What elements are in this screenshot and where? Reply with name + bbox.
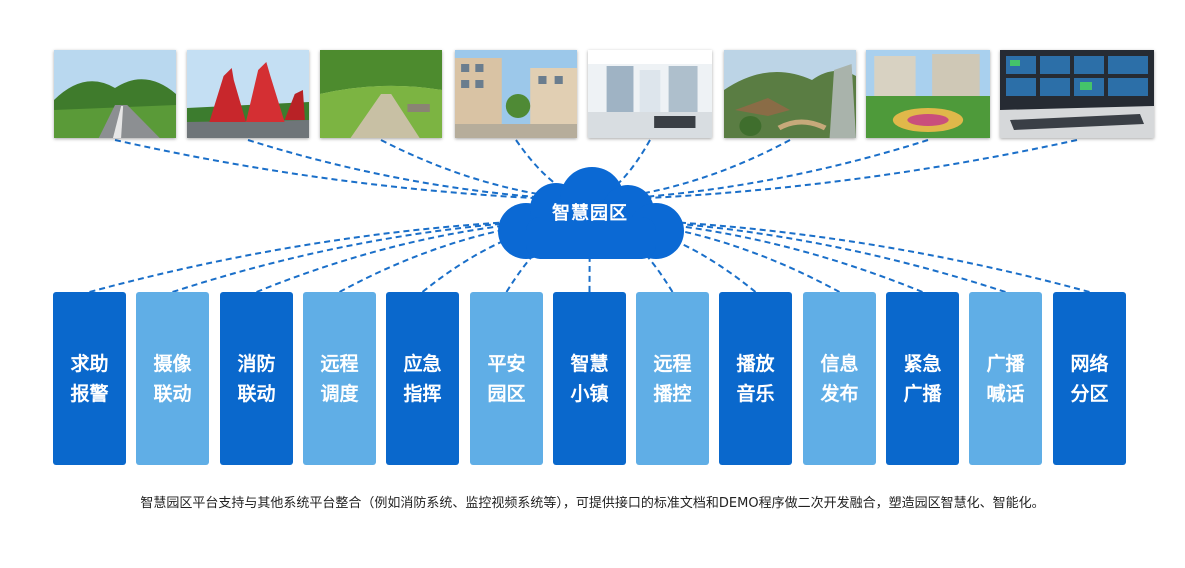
connector-line [669, 221, 1090, 293]
connector-line [247, 139, 550, 199]
function-box-label: 信息发布 [820, 352, 859, 405]
connector-line [656, 221, 1006, 293]
function-box: 远程播控 [636, 292, 709, 465]
photo-park-path [320, 50, 442, 138]
connector-line [89, 221, 510, 293]
photo-garden-residence [866, 50, 990, 138]
photo-red-sculpture [187, 50, 309, 138]
function-box: 应急指挥 [386, 292, 459, 465]
cloud-icon [498, 167, 684, 259]
function-box-label: 远程播控 [653, 352, 692, 405]
function-box: 平安园区 [470, 292, 543, 465]
function-box: 摄像联动 [136, 292, 209, 465]
function-box: 求助报警 [53, 292, 126, 465]
photo-scenic-area [724, 50, 856, 138]
function-box: 信息发布 [803, 292, 876, 465]
function-box: 播放音乐 [719, 292, 792, 465]
function-box-label: 摄像联动 [153, 352, 192, 405]
photo-street [455, 50, 577, 138]
function-box-label: 网络分区 [1070, 352, 1109, 405]
function-box-label: 智慧小镇 [570, 352, 609, 405]
function-box-label: 播放音乐 [736, 352, 775, 405]
connector-line [648, 139, 1078, 199]
function-box: 紧急广播 [886, 292, 959, 465]
function-box-label: 紧急广播 [903, 352, 942, 405]
connector-line [339, 221, 551, 293]
function-box: 广播喊话 [969, 292, 1042, 465]
connector-line [172, 221, 524, 293]
function-box: 远程调度 [303, 292, 376, 465]
function-box-label: 远程调度 [320, 352, 359, 405]
function-box: 智慧小镇 [553, 292, 626, 465]
center-node-label: 智慧园区 [552, 203, 628, 224]
photo-park-road [54, 50, 176, 138]
photo-control-room [1000, 50, 1154, 138]
connector-line [629, 221, 840, 293]
caption: 智慧园区平台支持与其他系统平台整合（例如消防系统、监控视频系统等），可提供接口的… [140, 496, 1045, 511]
function-box-label: 广播喊话 [986, 352, 1025, 405]
center-cloud: 智慧园区 [484, 165, 696, 261]
function-box-label: 应急指挥 [403, 352, 442, 405]
function-box: 消防联动 [220, 292, 293, 465]
photo-lobby [588, 50, 712, 138]
connector-line [630, 139, 929, 199]
function-box-label: 消防联动 [237, 352, 276, 405]
connector-line [114, 139, 534, 199]
function-box-label: 平安园区 [487, 352, 526, 405]
function-box: 网络分区 [1053, 292, 1126, 465]
function-box-label: 求助报警 [70, 352, 109, 405]
